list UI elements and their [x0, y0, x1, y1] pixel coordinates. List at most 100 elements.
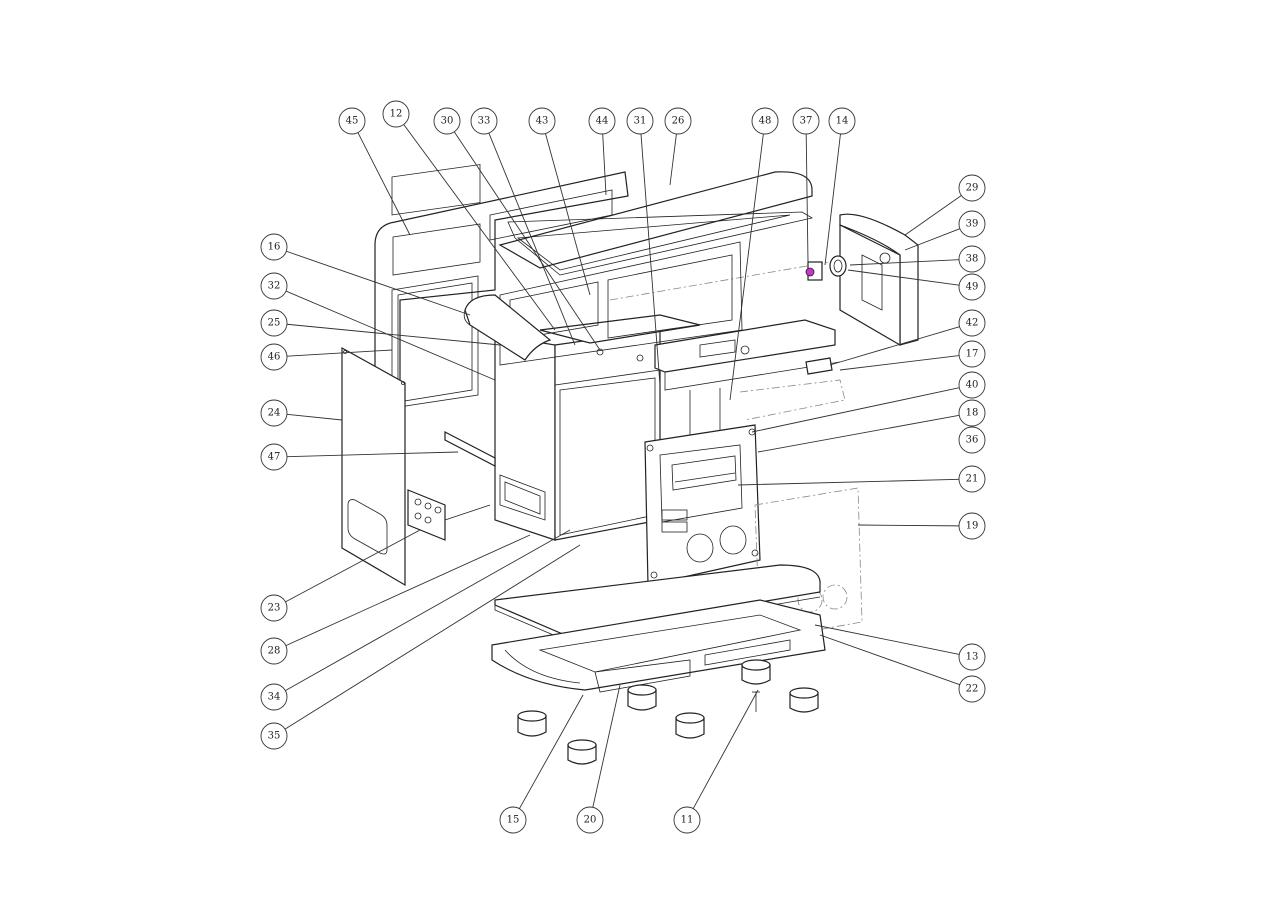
leader-line-34 — [285, 529, 571, 692]
callout-bubble — [958, 675, 986, 703]
callout-number: 11 — [681, 815, 694, 826]
callout-21: 21 — [958, 465, 986, 493]
callout-46: 46 — [260, 343, 288, 371]
callout-number: 25 — [268, 318, 281, 329]
switch-accent-icon — [805, 267, 815, 277]
callout-number: 35 — [268, 731, 281, 742]
callout-32: 32 — [260, 272, 288, 300]
leader-line-25 — [286, 323, 501, 346]
callout-number: 44 — [596, 116, 609, 127]
control-panel — [407, 489, 491, 541]
callout-bubble — [433, 107, 461, 135]
callout-28: 28 — [260, 637, 288, 665]
foot-5 — [741, 659, 771, 685]
callout-number: 36 — [966, 435, 979, 446]
leader-line-17 — [839, 355, 960, 371]
leader-line-35 — [284, 544, 581, 730]
callout-12: 12 — [382, 100, 410, 128]
leader-line-24 — [286, 413, 343, 421]
callout-23: 23 — [260, 594, 288, 622]
callout-26: 26 — [664, 107, 692, 135]
callout-number: 43 — [536, 116, 549, 127]
callout-30: 30 — [433, 107, 461, 135]
leader-line-21 — [737, 478, 960, 486]
leader-line-32 — [285, 290, 496, 381]
right-side-cover — [839, 213, 919, 347]
latch-block — [805, 357, 833, 375]
callout-bubble — [260, 343, 288, 371]
foot-2 — [567, 739, 597, 765]
callout-13: 13 — [958, 643, 986, 671]
callout-bubble — [626, 107, 654, 135]
leader-line-46 — [286, 349, 393, 357]
leader-line-23 — [285, 529, 421, 603]
callout-bubble — [958, 465, 986, 493]
callout-42: 42 — [958, 309, 986, 337]
bottom-tray — [491, 599, 826, 693]
callout-bubble — [260, 683, 288, 711]
leader-line-44 — [602, 133, 607, 196]
leader-line-30 — [453, 131, 601, 351]
leader-line-16 — [286, 250, 471, 316]
callout-16: 16 — [260, 233, 288, 261]
callout-number: 37 — [800, 116, 813, 127]
callout-bubble — [528, 107, 556, 135]
callout-number: 15 — [507, 815, 520, 826]
leader-line-29 — [904, 195, 962, 236]
callout-bubble — [260, 594, 288, 622]
callout-number: 45 — [346, 116, 359, 127]
callout-number: 32 — [268, 281, 281, 292]
callout-number: 33 — [478, 116, 491, 127]
callout-37: 37 — [792, 107, 820, 135]
leader-lines — [284, 124, 962, 809]
leader-line-22 — [819, 634, 960, 686]
callout-bubble — [958, 426, 986, 454]
callout-number: 31 — [634, 116, 647, 127]
callout-35: 35 — [260, 722, 288, 750]
callout-47: 47 — [260, 443, 288, 471]
callout-number: 39 — [966, 219, 979, 230]
callout-19: 19 — [958, 512, 986, 540]
callout-bubble — [470, 107, 498, 135]
callout-number: 28 — [268, 646, 281, 657]
callout-bubble — [958, 512, 986, 540]
leader-line-48 — [729, 133, 764, 401]
callout-40: 40 — [958, 371, 986, 399]
callout-number: 12 — [390, 109, 403, 120]
callout-bubble — [958, 174, 986, 202]
side-panel — [341, 346, 406, 587]
callout-number: 47 — [268, 452, 281, 463]
leader-line-45 — [357, 132, 411, 236]
callout-bubble — [260, 443, 288, 471]
callout-bubble — [499, 806, 527, 834]
callout-bubble — [338, 107, 366, 135]
callout-bubble — [260, 233, 288, 261]
callout-bubble — [828, 107, 856, 135]
leader-line-15 — [518, 694, 584, 809]
leader-line-49 — [847, 269, 960, 286]
callout-17: 17 — [958, 340, 986, 368]
callout-20: 20 — [576, 806, 604, 834]
callout-14: 14 — [828, 107, 856, 135]
callout-number: 16 — [268, 242, 281, 253]
leader-line-28 — [285, 534, 531, 647]
callout-33: 33 — [470, 107, 498, 135]
leader-line-37 — [805, 133, 809, 263]
callout-number: 49 — [966, 282, 979, 293]
leader-line-43 — [545, 133, 591, 296]
leader-line-42 — [829, 326, 960, 366]
callout-43: 43 — [528, 107, 556, 135]
leader-line-38 — [849, 259, 960, 266]
callout-bubble — [958, 245, 986, 273]
callout-bubble — [958, 340, 986, 368]
callout-number: 13 — [966, 652, 979, 663]
callout-29: 29 — [958, 174, 986, 202]
leader-line-13 — [814, 624, 960, 655]
callout-number: 30 — [441, 116, 454, 127]
callout-number: 38 — [966, 254, 979, 265]
leader-line-20 — [592, 684, 621, 808]
callout-bubble — [664, 107, 692, 135]
callout-number: 17 — [966, 349, 979, 360]
callout-25: 25 — [260, 309, 288, 337]
